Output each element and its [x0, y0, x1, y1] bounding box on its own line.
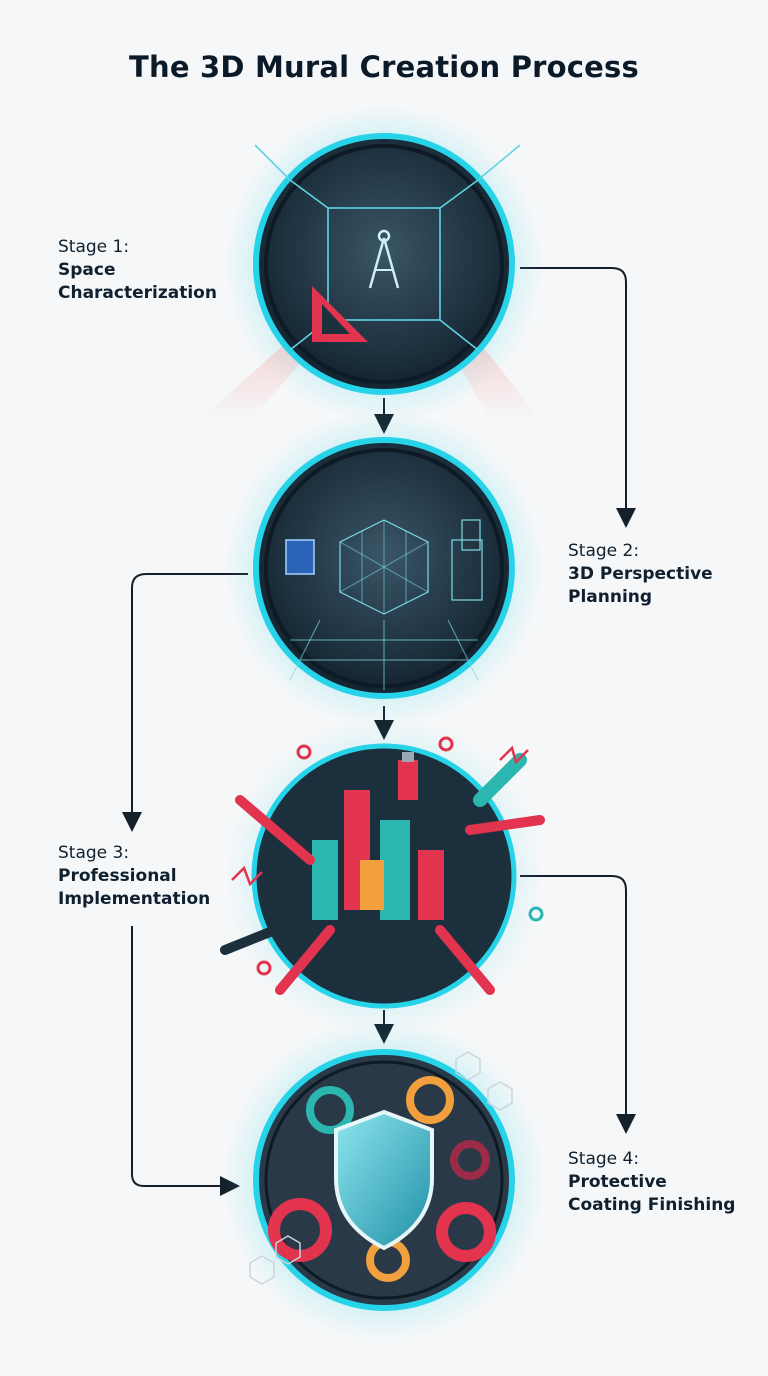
stage-2-node — [226, 410, 542, 726]
stage-2-name-line2: Planning — [568, 586, 713, 609]
arrow-stage2-to-stage3 — [132, 574, 248, 822]
stage-4-number: Stage 4: — [568, 1148, 735, 1171]
stage-4-node — [224, 1020, 544, 1340]
stage-2-number: Stage 2: — [568, 540, 713, 563]
stage-1-name-line2: Characterization — [58, 282, 217, 305]
stage-3-number: Stage 3: — [58, 842, 210, 865]
stage-3-name-line2: Implementation — [58, 888, 210, 911]
stage-1-node — [200, 106, 542, 422]
stage-3-label: Stage 3: Professional Implementation — [58, 842, 210, 911]
stage-3-node — [225, 718, 542, 1034]
arrow-left-to-stage4 — [132, 926, 230, 1186]
stage-2-name-line1: 3D Perspective — [568, 563, 713, 586]
stage-1-number: Stage 1: — [58, 236, 217, 259]
stage-4-name-line1: Protective — [568, 1171, 735, 1194]
stage-3-name-line1: Professional — [58, 865, 210, 888]
stage-4-label: Stage 4: Protective Coating Finishing — [568, 1148, 735, 1217]
stage-1-name-line1: Space — [58, 259, 217, 282]
stage-4-name-line2: Coating Finishing — [568, 1194, 735, 1217]
stage-2-label: Stage 2: 3D Perspective Planning — [568, 540, 713, 609]
stage-1-label: Stage 1: Space Characterization — [58, 236, 217, 305]
blueprint-icon — [286, 540, 314, 574]
